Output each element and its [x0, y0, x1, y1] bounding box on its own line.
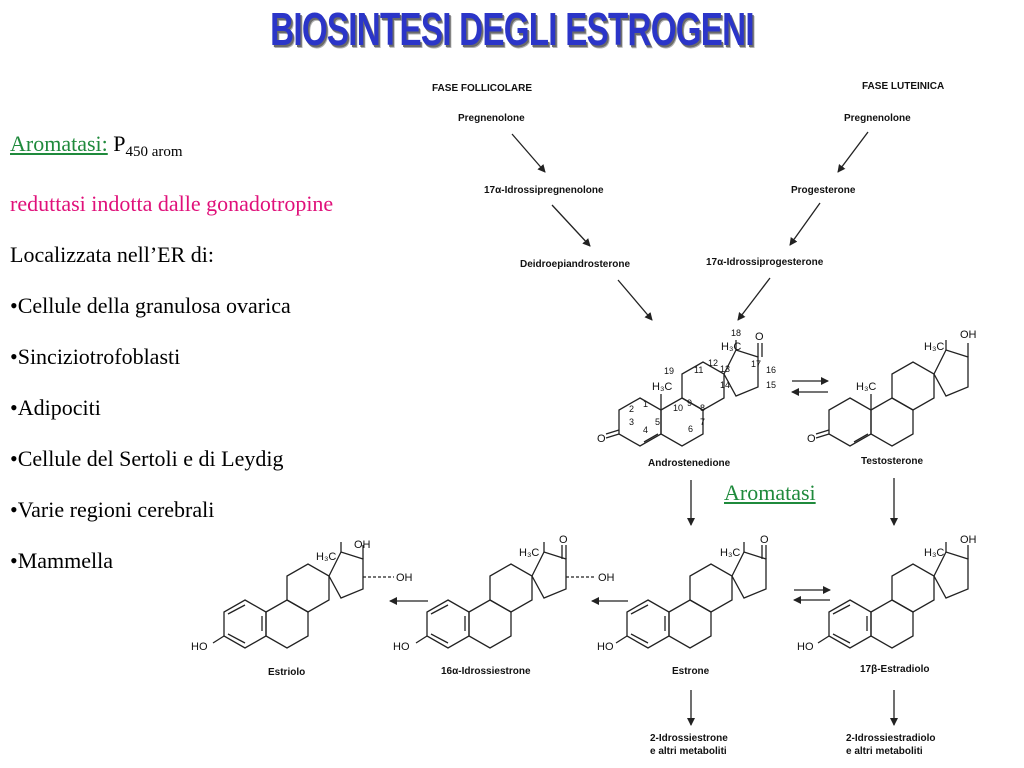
atom-h3c: H₃C: [316, 551, 336, 563]
list-item: •Adipociti: [10, 395, 101, 420]
svg-text:14: 14: [720, 380, 730, 390]
atom-oh: OH: [354, 539, 371, 551]
p450-label: P450 arom: [113, 131, 183, 160]
slide-title: BIOSINTESI DEGLI ESTROGENI: [270, 3, 754, 55]
atom-oh: OH: [396, 572, 413, 584]
metaboliti-estrone-1: 2-Idrossiestrone: [650, 733, 728, 744]
atom-o: O: [597, 433, 606, 445]
estradiolo-label: 17β-Estradiolo: [860, 664, 929, 675]
testosterone-label: Testosterone: [861, 456, 923, 467]
svg-text:8: 8: [700, 403, 705, 413]
atom-h3c: H₃C: [720, 547, 740, 559]
enzyme-info: Aromatasi: P450 arom reduttasi indotta d…: [10, 118, 450, 586]
atom-h3c: H₃C: [519, 547, 539, 559]
svg-text:9: 9: [687, 398, 692, 408]
atom-h3c: H₃C: [721, 341, 741, 353]
atom-h3c: H₃C: [924, 341, 944, 353]
localizzata-line: Localizzata nell’ER di:: [10, 242, 215, 267]
idrossipregnenolone-label: 17α-Idrossipregnenolone: [484, 185, 604, 196]
svg-text:16: 16: [766, 365, 776, 375]
svg-text:12: 12: [708, 358, 718, 368]
svg-text:3: 3: [629, 417, 634, 427]
svg-text:18: 18: [731, 328, 741, 338]
atom-ho: HO: [393, 641, 410, 653]
ring-numbering: 1 2 3 4 5 6 7 8 9 10 11 12 13 14 15 16 1…: [629, 328, 776, 435]
arrows-top: [511, 131, 869, 321]
atom-o: O: [807, 433, 816, 445]
svg-text:11: 11: [694, 365, 703, 375]
estradiolo-structure: [817, 542, 969, 649]
estrone-structure: [615, 542, 767, 649]
atom-oh: OH: [960, 534, 977, 546]
atom-h3c: H₃C: [924, 547, 944, 559]
atom-ho: HO: [797, 641, 814, 653]
atom-o: O: [559, 534, 568, 546]
atom-h3c: H₃C: [856, 381, 876, 393]
svg-text:7: 7: [700, 417, 705, 427]
svg-text:1: 1: [643, 399, 648, 409]
pregnenolone-luteinica-label: Pregnenolone: [844, 113, 911, 124]
atom-o: O: [760, 534, 769, 546]
svg-text:17: 17: [751, 359, 761, 369]
svg-text:15: 15: [766, 380, 776, 390]
svg-text:6: 6: [688, 424, 693, 434]
svg-text:10: 10: [673, 403, 683, 413]
atom-oh: OH: [598, 572, 615, 584]
estrone-label: Estrone: [672, 666, 710, 677]
progesterone-label: Progesterone: [791, 185, 856, 196]
reversible-arrow: [791, 377, 829, 396]
arrows-down: [687, 478, 898, 726]
reversible-arrow: [793, 586, 831, 604]
metaboliti-estrone-2: e altri metaboliti: [650, 746, 727, 757]
list-item: •Cellule del Sertoli e di Leydig: [10, 446, 284, 471]
estriolo-label: Estriolo: [268, 667, 305, 678]
aromatasi-diagram-label: Aromatasi: [724, 480, 816, 505]
atom-oh: OH: [960, 329, 977, 341]
aromatasi-line: Aromatasi: P450 arom: [10, 118, 450, 178]
fase-follicolare-label: FASE FOLLICOLARE: [432, 83, 532, 94]
list-item: •Cellule della granulosa ovarica: [10, 293, 291, 318]
idrossiestrone-structure: [415, 542, 596, 649]
list-item: •Mammella: [10, 548, 114, 573]
reduttasi-line: reduttasi indotta dalle gonadotropine: [10, 191, 334, 216]
atom-ho: HO: [191, 641, 208, 653]
svg-text:19: 19: [664, 366, 674, 376]
idrossiprogesterone-label: 17α-Idrossiprogesterone: [706, 257, 824, 268]
fase-luteinica-label: FASE LUTEINICA: [862, 81, 944, 92]
atom-h3c: H₃C: [652, 381, 672, 393]
atom-ho: HO: [597, 641, 614, 653]
svg-text:13: 13: [720, 364, 730, 374]
metaboliti-estradiolo-2: e altri metaboliti: [846, 746, 923, 757]
list-item: •Varie regioni cerebrali: [10, 497, 215, 522]
idrossiestrone-label: 16α-Idrossiestrone: [441, 666, 531, 677]
aromatasi-label: Aromatasi:: [10, 131, 108, 156]
svg-text:5: 5: [655, 417, 660, 427]
pregnenolone-follicolare-label: Pregnenolone: [458, 113, 525, 124]
list-item: •Sinciziotrofoblasti: [10, 344, 181, 369]
atom-o: O: [755, 331, 764, 343]
androstenedione-label: Androstenedione: [648, 458, 731, 469]
androstenedione-structure: [605, 340, 763, 447]
svg-text:4: 4: [643, 425, 648, 435]
estriolo-structure: [212, 542, 394, 649]
metaboliti-estradiolo-1: 2-Idrossiestradiolo: [846, 733, 935, 744]
testosterone-structure: [815, 340, 969, 447]
svg-text:2: 2: [629, 404, 634, 414]
deidroepiandrosterone-label: Deidroepiandrosterone: [520, 259, 630, 270]
